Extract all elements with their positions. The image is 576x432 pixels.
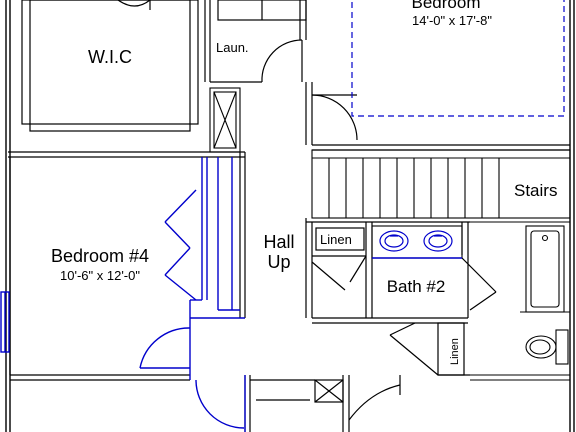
stairs-label: Stairs: [514, 181, 557, 200]
bedroom-top-dashed-area: [351, 0, 565, 117]
bath2-label: Bath #2: [387, 277, 446, 296]
master-bath-fixtures: [470, 221, 570, 381]
laundry-room: [204, 0, 307, 83]
linen-upper-label: Linen: [320, 232, 352, 247]
wic-label: W.I.C: [88, 47, 132, 67]
hall-label: Hall: [263, 232, 294, 252]
bedroom-top-dimensions: 14'-0" x 17'-8": [412, 13, 492, 28]
bottom-blue-door: [195, 375, 246, 432]
stairs: [311, 149, 571, 219]
bedroom4-door: [139, 318, 191, 380]
bedroom4-dimensions: 10'-6" x 12'-0": [60, 268, 140, 283]
bottom-rooms: [244, 374, 470, 432]
linen-lower-label: Linen: [449, 338, 461, 365]
laundry-label: Laun.: [216, 40, 249, 55]
bedroom4-room: [9, 152, 246, 381]
toilet-icon: [529, 339, 551, 355]
bedroom-top-label: Bedroom: [412, 0, 481, 12]
window: [0, 291, 10, 353]
wic-room: [8, 0, 245, 158]
sink-icon: [379, 230, 409, 252]
bedroom4-closet: [164, 157, 245, 319]
hall-up-label: Up: [267, 252, 290, 272]
sink-icon: [423, 230, 453, 252]
chase-box: [209, 87, 241, 153]
bedroom4-label: Bedroom #4: [51, 246, 149, 266]
